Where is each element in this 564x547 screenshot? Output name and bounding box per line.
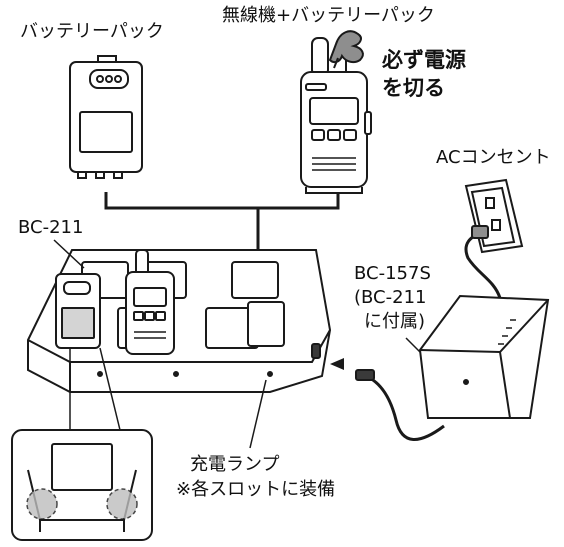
dc-plug: [355, 369, 375, 381]
battery-pack-label: バッテリーパック: [20, 21, 164, 42]
adapter-note-line1: (BC-211: [354, 287, 427, 308]
radio-plus-battery-label: 無線機+バッテリーパック: [222, 5, 435, 26]
leader-lines: [53, 239, 421, 449]
detail-inset: [11, 429, 153, 541]
radio-illustration: [300, 37, 372, 194]
ac-outlet-illustration: [464, 178, 524, 254]
lamp-note-label: ※各スロットに装備: [176, 479, 336, 500]
radio-in-charger: [125, 249, 175, 355]
power-off-line1: 必ず電源: [382, 48, 466, 72]
dc-arrow: [330, 358, 344, 370]
charger-model-label: BC-211: [18, 217, 84, 238]
adapter-model-label: BC-157S: [354, 263, 431, 284]
ac-adapter-illustration: [418, 294, 550, 419]
ac-outlet-label: ACコンセント: [436, 147, 551, 168]
charge-lamp-label: 充電ランプ: [190, 454, 280, 475]
detail-highlight-right: [106, 488, 138, 520]
hand-icon: [328, 30, 364, 72]
battery-in-charger: [55, 273, 101, 349]
adapter-note-line2: に付属): [364, 311, 426, 332]
plug: [471, 225, 489, 239]
battery-pack-illustration: [69, 55, 143, 179]
dc-cord: [369, 376, 445, 441]
power-off-line2: を切る: [382, 76, 445, 100]
detail-highlight-left: [26, 488, 58, 520]
